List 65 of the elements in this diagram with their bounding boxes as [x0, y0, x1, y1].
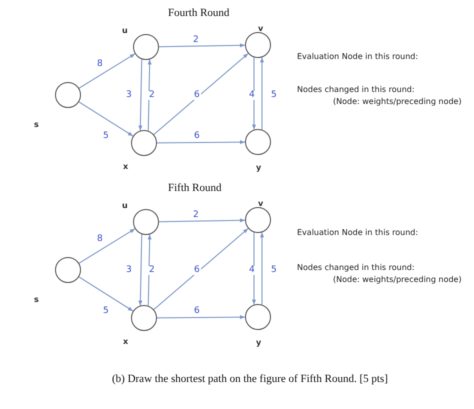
edge-weight: 5	[102, 132, 110, 141]
arrow	[153, 228, 249, 310]
arrow	[252, 56, 256, 130]
edge-weight: 5	[270, 266, 278, 275]
circle-node	[245, 32, 271, 58]
node-name: u	[122, 27, 128, 35]
edge-weight: 6	[193, 307, 201, 316]
note-text: (Node: weights/preceding node)	[333, 276, 462, 284]
node-name: s	[34, 296, 39, 304]
edge-weight: 2	[148, 91, 156, 100]
circle-node	[245, 207, 271, 233]
circle-node	[245, 304, 271, 330]
arrow	[78, 53, 136, 89]
edge-weight: 8	[96, 235, 104, 244]
edge-weight: 6	[193, 132, 201, 141]
circle-node	[131, 305, 157, 331]
node-name: v	[258, 25, 264, 33]
edge-weight: 2	[148, 266, 156, 275]
note-text: Nodes changed in this round:	[297, 264, 415, 272]
round-title: Fifth Round	[168, 183, 222, 194]
arrow	[252, 232, 256, 306]
circle-node	[131, 130, 157, 156]
node-name: s	[34, 121, 39, 129]
edge-weight: 3	[125, 91, 133, 100]
arrow	[138, 234, 142, 306]
note-text: Nodes changed in this round:	[297, 86, 415, 94]
arrow	[260, 232, 264, 306]
arrow	[138, 58, 142, 132]
circle-node	[55, 82, 81, 108]
note-text: Evaluation Node in this round:	[297, 229, 418, 237]
round-title: Fourth Round	[168, 8, 230, 19]
arrow	[158, 43, 246, 48]
edge-weight: 3	[125, 266, 133, 275]
arrow	[78, 276, 134, 312]
arrow	[156, 140, 246, 144]
node-name: y	[256, 164, 262, 172]
edge-weight: 5	[102, 307, 110, 316]
circle-node	[133, 209, 159, 235]
edge-weight: 5	[270, 91, 278, 100]
question-text: (b) Draw the shortest path on the figure of Fifth Round. [5 pts]	[112, 374, 388, 385]
edge-weight: 4	[248, 266, 256, 275]
arrow	[148, 58, 152, 132]
edge-weight: 8	[96, 60, 104, 69]
arrow	[78, 228, 136, 264]
node-name: v	[258, 200, 264, 208]
edge-weight: 4	[248, 91, 256, 100]
arrow	[260, 56, 264, 130]
arrow	[156, 315, 246, 320]
note-text: (Node: weights/preceding node)	[333, 98, 462, 106]
edge-weight: 2	[192, 36, 200, 45]
edge-weight: 6	[193, 91, 201, 100]
circle-node	[245, 129, 271, 155]
arrow	[158, 218, 246, 222]
edge-weight: 2	[192, 211, 200, 220]
circle-node	[55, 257, 81, 283]
note-text: Evaluation Node in this round:	[297, 53, 418, 61]
node-name: u	[122, 202, 128, 210]
arrow	[78, 101, 134, 137]
circle-node	[133, 34, 159, 60]
arrow	[148, 234, 152, 306]
node-name: x	[123, 338, 128, 346]
edge-weight: 6	[193, 266, 201, 275]
node-name: x	[123, 163, 128, 171]
arrow	[153, 52, 249, 136]
node-name: y	[256, 339, 262, 347]
